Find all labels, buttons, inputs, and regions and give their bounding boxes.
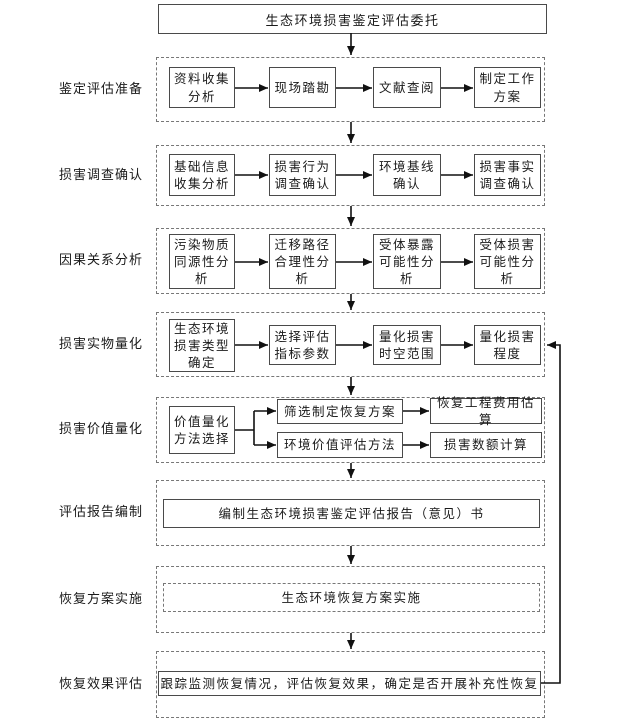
step-box-pollutant-homology: 污染物质 同源性分 析 [169,234,235,289]
step-box-damage-behavior: 损害行为 调查确认 [269,154,336,196]
start-box: 生态环境损害鉴定评估委托 [158,4,547,34]
stage-container-investigation [156,145,545,206]
step-box-select-indicator: 选择评估 指标参数 [269,325,336,365]
step-box-restoration-cost: 恢复工程费用估算 [430,395,542,427]
step-box-env-value-method: 环境价值评估方法 [277,432,403,458]
stage-container-effect-eval [156,651,545,718]
step-box-damage-amount: 损害数额计算 [430,432,542,458]
stage-container-preparation [156,57,545,122]
step-box-quantify-degree: 量化损害 程度 [474,325,541,365]
stage-container-causality [156,228,545,294]
step-box-tracking-monitoring: 跟踪监测恢复情况，评估恢复效果，确定是否开展补充性恢复 [158,671,541,696]
stage-label-physical-quant: 损害实物量化 [58,337,143,352]
step-box-env-baseline: 环境基线 确认 [373,154,441,196]
step-box-restoration-plan: 筛选制定恢复方案 [277,399,403,424]
step-box-damage-type: 生态环境 损害类型 确定 [169,319,235,372]
step-box-literature-review: 文献查阅 [373,67,441,108]
step-box-site-survey: 现场踏勘 [269,67,336,108]
stage-label-investigation: 损害调查确认 [58,168,143,183]
step-box-damage-facts: 损害事实 调查确认 [474,154,541,196]
stage-label-causality: 因果关系分析 [58,253,143,268]
step-box-compile-report: 编制生态环境损害鉴定评估报告（意见）书 [163,499,540,528]
stage-label-report: 评估报告编制 [58,505,143,520]
step-box-receptor-damage: 受体损害 可能性分 析 [474,234,541,289]
step-box-quantify-scope: 量化损害 时空范围 [373,325,441,365]
stage-label-value-quant: 损害价值量化 [58,422,143,437]
stage-label-effect-eval: 恢复效果评估 [58,677,143,692]
step-box-work-plan: 制定工作 方案 [474,67,541,108]
step-box-value-method: 价值量化 方法选择 [169,406,235,454]
step-box-restoration-implementation: 生态环境恢复方案实施 [163,583,540,612]
step-box-receptor-exposure: 受体暴露 可能性分 析 [373,234,441,289]
step-box-data-collection: 资料收集 分析 [169,67,235,108]
step-box-migration-path: 迁移路径 合理性分 析 [269,234,336,289]
stage-label-preparation: 鉴定评估准备 [58,82,143,97]
stage-label-implementation: 恢复方案实施 [58,592,143,607]
step-box-basic-info: 基础信息 收集分析 [169,154,235,196]
